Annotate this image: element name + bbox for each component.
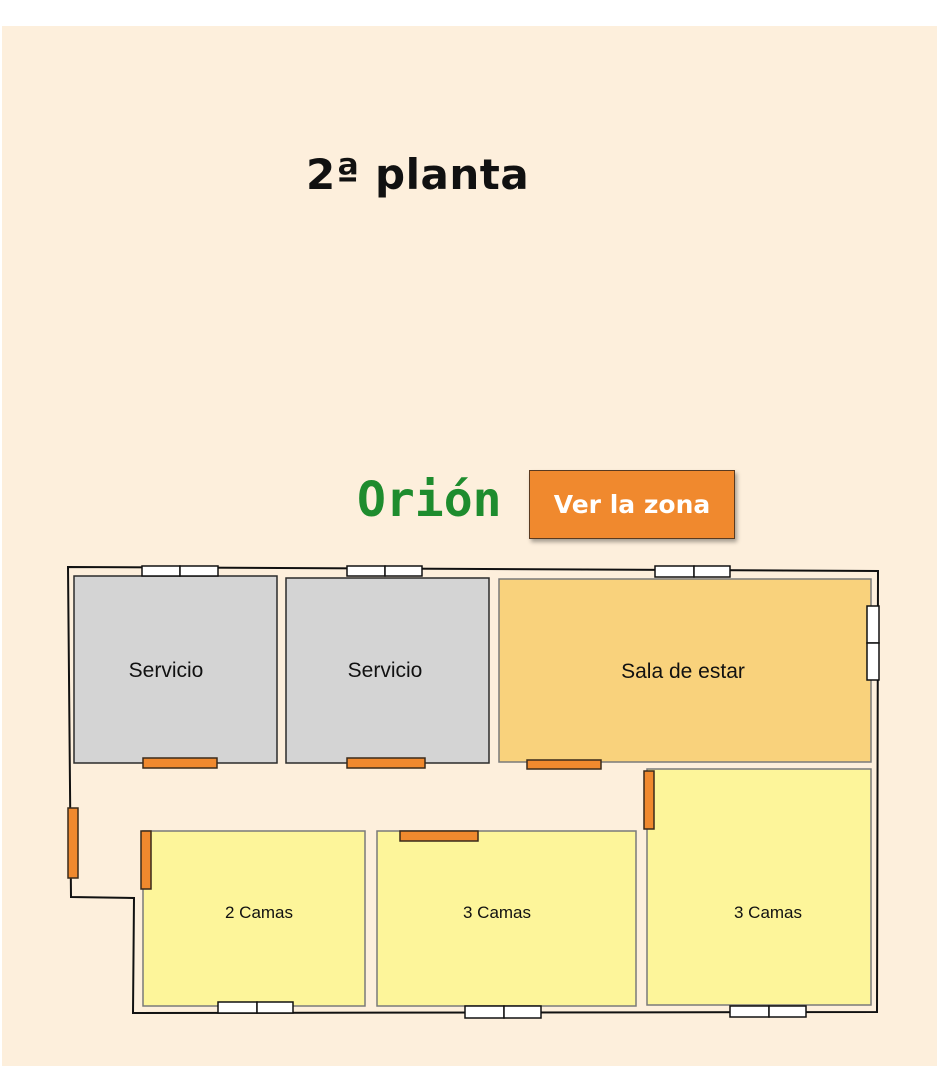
room-service-2-label: Servicio <box>348 659 423 682</box>
window <box>768 1005 807 1018</box>
window <box>654 565 695 578</box>
doors <box>67 757 655 890</box>
door <box>399 830 479 842</box>
room-bedroom-1[interactable] <box>142 830 366 1007</box>
floor-title: 2ª planta <box>306 150 530 199</box>
window <box>464 1005 505 1019</box>
room-service-1-label: Servicio <box>129 659 204 682</box>
door <box>142 757 218 769</box>
room-service-1[interactable] <box>73 575 278 764</box>
room-bedroom-1-label: 2 Camas <box>225 903 293 922</box>
door <box>643 770 655 830</box>
door <box>140 830 152 890</box>
window <box>729 1005 770 1018</box>
room-bedroom-2-label: 3 Camas <box>463 903 531 922</box>
window <box>693 565 731 578</box>
door <box>67 807 79 879</box>
window <box>866 605 880 644</box>
window <box>384 565 423 577</box>
door <box>526 759 602 770</box>
window <box>217 1001 258 1014</box>
room-bedroom-3-label: 3 Camas <box>734 903 802 922</box>
window <box>346 565 386 577</box>
room-service-2[interactable] <box>285 577 490 764</box>
view-zone-button[interactable]: Ver la zona <box>529 470 735 539</box>
window <box>866 642 880 681</box>
zone-name: Orión <box>357 472 502 528</box>
door <box>346 757 426 769</box>
windows <box>141 565 880 1019</box>
window <box>141 565 181 577</box>
outer-wall <box>66 565 880 1015</box>
room-bedroom-3[interactable] <box>646 768 872 1006</box>
room-living[interactable] <box>498 578 872 763</box>
window <box>256 1001 294 1014</box>
room-living-label: Sala de estar <box>621 660 745 683</box>
window <box>179 565 219 577</box>
window <box>503 1005 542 1019</box>
